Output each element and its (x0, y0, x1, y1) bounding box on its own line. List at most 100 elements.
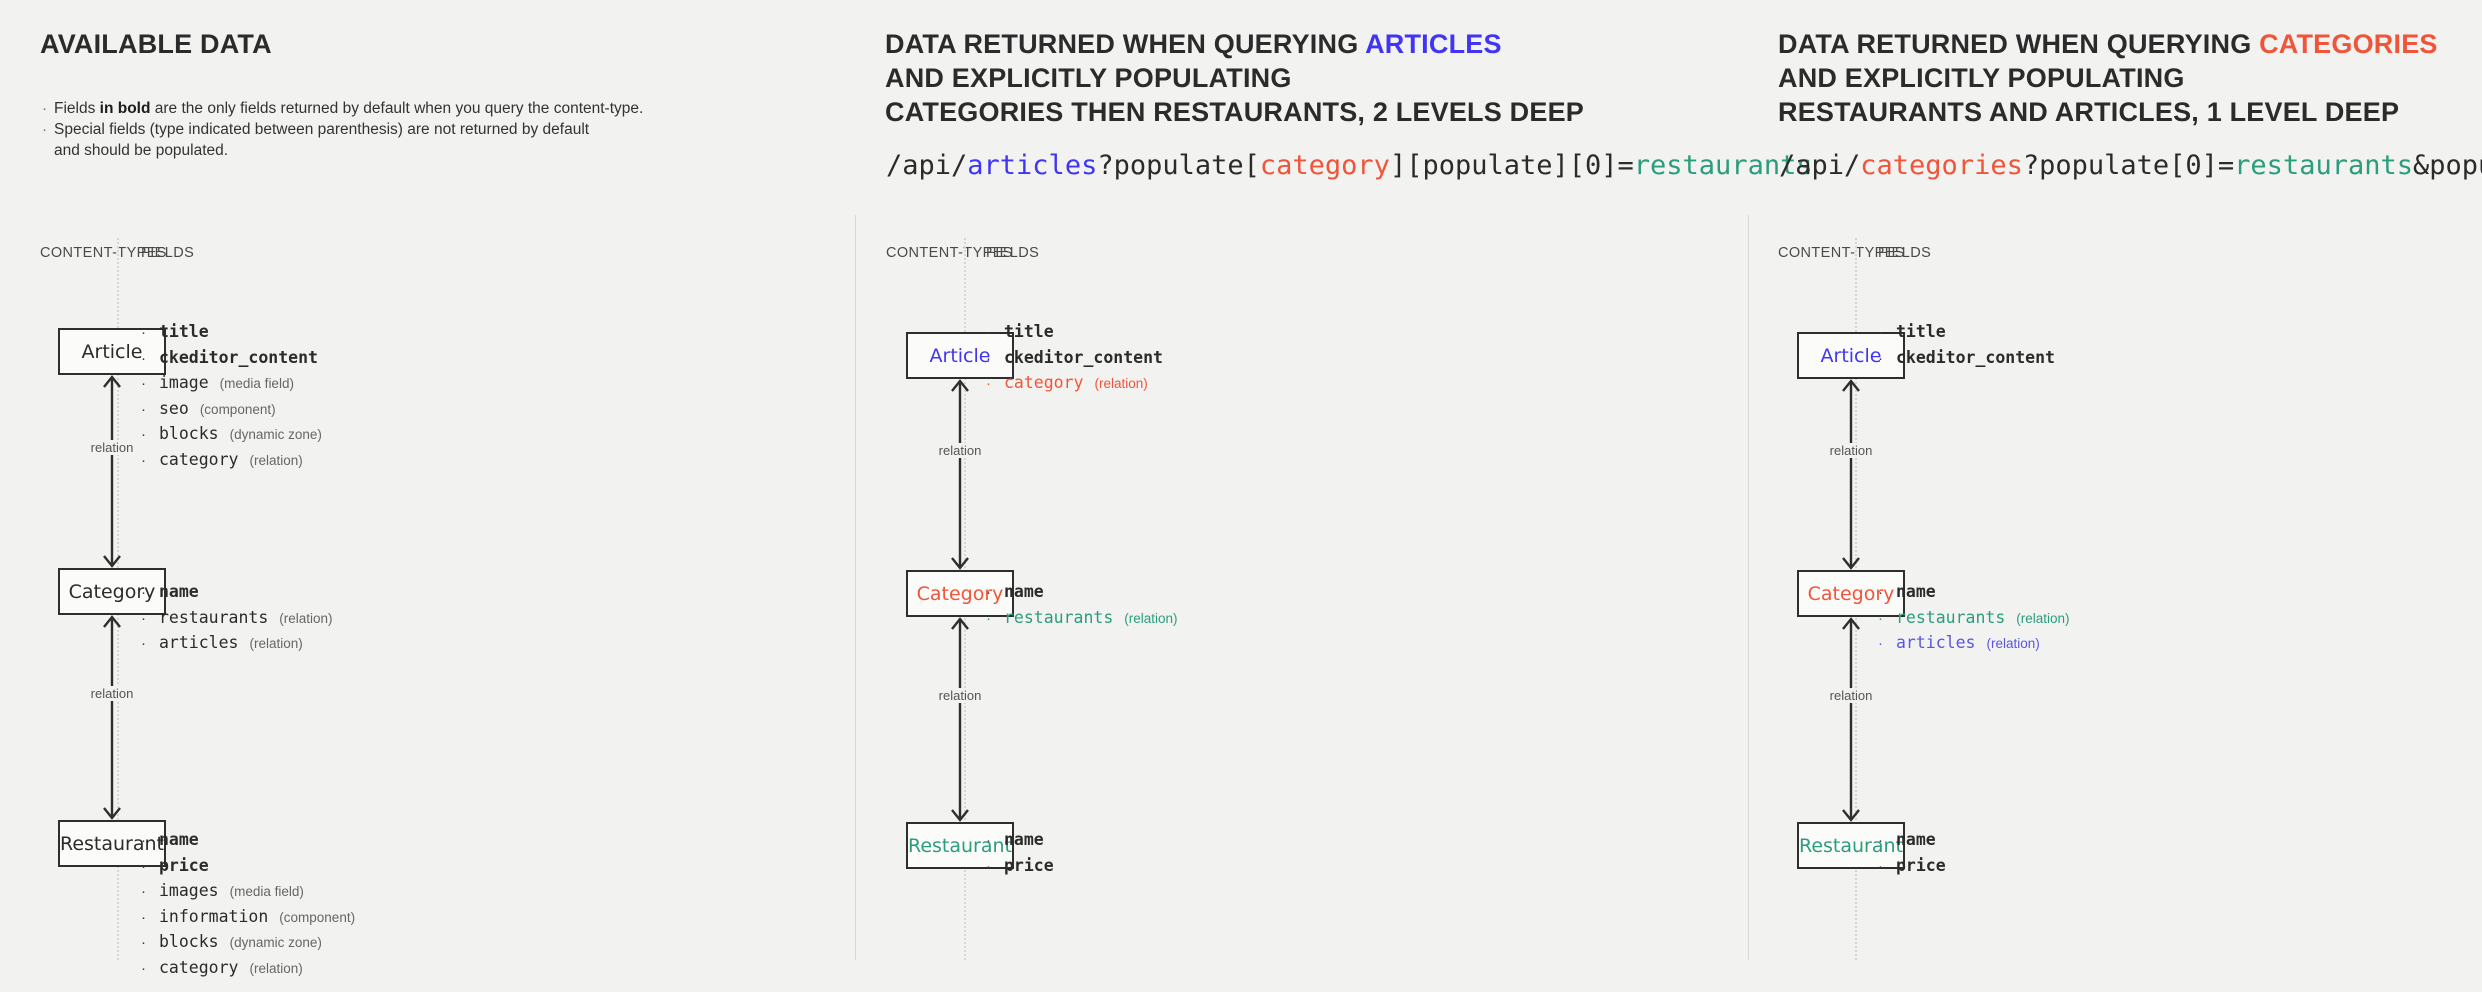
bullet-dot-icon: · (1878, 857, 1883, 875)
url-part-1: articles (967, 150, 1098, 181)
bullet-dot-icon: · (42, 100, 47, 117)
field-name: category (1004, 373, 1084, 392)
field-type: (relation) (249, 636, 303, 651)
bullet-dot-icon: · (1878, 584, 1883, 601)
field-item: ·title (1878, 320, 2055, 346)
field-name: restaurants (1004, 607, 1114, 627)
bullet-dot-icon: · (1878, 349, 1883, 367)
panel-title-line-1: AND EXPLICITLY POPULATING (885, 61, 1584, 95)
field-group-restaurant: ·name·price (986, 828, 1054, 879)
field-name: price (159, 855, 209, 875)
field-type: (media field) (229, 884, 304, 899)
bullet-dot-icon: · (141, 635, 146, 652)
field-name: blocks (159, 424, 219, 443)
bullet-dot-icon: · (141, 832, 146, 849)
column-header-fields: FIELDS (986, 245, 1040, 261)
bullet-dot-icon: · (986, 584, 991, 601)
field-item: ·title (986, 320, 1163, 346)
title-l2-part-0: RESTAURANTS AND ARTICLES, 1 LEVEL DEEP (1778, 97, 2400, 127)
field-item: ·blocks(dynamic zone) (141, 422, 322, 448)
content-type-box-article[interactable]: Article (1797, 332, 1905, 379)
content-type-box-article[interactable]: Article (906, 332, 1014, 379)
panel-title-line-2: CATEGORIES THEN RESTAURANTS, 2 LEVELS DE… (885, 95, 1584, 129)
bullet-dot-icon: · (986, 324, 991, 341)
field-item: · name (141, 828, 355, 854)
field-name: image (159, 373, 209, 392)
field-item: ·ckeditor_content (141, 346, 322, 372)
content-type-label: Restaurant (1798, 834, 1904, 857)
content-type-label: Article (81, 340, 143, 363)
content-type-label: Restaurant (907, 834, 1013, 857)
relation-arrow-icon (1842, 379, 1860, 570)
url-part-5: restaurants (1633, 150, 1813, 181)
field-item: ·name (986, 580, 1178, 606)
bullet-dot-icon: · (1878, 832, 1883, 849)
relation-label: relation (934, 687, 986, 703)
field-name: category (159, 957, 239, 977)
relation-arrow-icon (951, 379, 969, 570)
relation-label: relation (1825, 687, 1877, 703)
title-l0-part-0: DATA RETURNED WHEN QUERYING (885, 29, 1366, 59)
field-item: ·information(component) (141, 905, 355, 931)
content-type-label: Article (929, 344, 991, 367)
bullet-dot-icon: · (141, 883, 146, 900)
relation-connector (100, 375, 124, 573)
field-type: (relation) (1094, 376, 1148, 391)
bullet-dot-icon: · (141, 451, 146, 469)
panel-divider-0 (855, 215, 856, 960)
field-type: (relation) (249, 452, 303, 468)
url-part-4: ][populate][0]= (1389, 150, 1634, 181)
field-type: (relation) (2016, 610, 2070, 626)
url-part-3: category (1259, 150, 1390, 181)
bullet-dot-icon: · (986, 857, 991, 875)
relation-label: relation (86, 685, 138, 701)
title-l1-part-0: AND EXPLICITLY POPULATING (885, 63, 1292, 93)
column-header-content-types: CONTENT-TYPES (886, 245, 1013, 261)
content-type-box-article[interactable]: Article (58, 328, 166, 375)
bullet-dot-icon: · (141, 426, 146, 443)
content-type-label: Restaurant (59, 832, 165, 855)
field-item: ·name (141, 580, 333, 606)
content-type-box-category[interactable]: Category (906, 570, 1014, 617)
field-item: · ckeditor_content (1878, 346, 2055, 372)
field-name: articles (159, 633, 239, 652)
field-group-category: ·name·restaurants(relation) (986, 580, 1178, 631)
content-type-label: Category (1807, 582, 1895, 605)
field-name: price (1896, 855, 1946, 875)
field-name: ckeditor_content (1896, 347, 2055, 367)
api-endpoint-url: /api/articles?populate[category][populat… (886, 149, 1813, 183)
field-item: ·image(media field) (141, 371, 322, 397)
relation-label: relation (934, 442, 986, 458)
content-type-box-restaurant[interactable]: Restaurant (58, 820, 166, 867)
field-name: name (159, 830, 199, 849)
field-group-restaurant: ·name·price (1878, 828, 1946, 879)
bullet-dot-icon: · (141, 609, 146, 627)
field-group-restaurant: · name · price ·images(media field)·informat… (141, 828, 355, 981)
title-l1-part-0: AND EXPLICITLY POPULATING (1778, 63, 2185, 93)
url-part-1: categories (1860, 150, 2023, 181)
bullet-dot-icon: · (141, 324, 146, 341)
bullet-dot-icon: · (42, 121, 47, 138)
field-name: restaurants (159, 607, 269, 627)
field-group-article: ·title·ckeditor_content·category(relatio… (986, 320, 1163, 397)
field-name: name (1004, 830, 1044, 849)
relation-label: relation (1825, 442, 1877, 458)
url-part-0: /api/ (886, 150, 968, 181)
panel-title-line-1: AND EXPLICITLY POPULATING (1778, 61, 2438, 95)
content-type-box-category[interactable]: Category (58, 568, 166, 615)
relation-connector (948, 617, 972, 827)
field-name: ckeditor_content (159, 347, 318, 367)
field-item: ·images(media field) (141, 879, 355, 905)
relation-arrow-icon (1842, 617, 1860, 822)
field-type: (relation) (279, 610, 333, 626)
content-type-box-restaurant[interactable]: Restaurant (1797, 822, 1905, 869)
content-type-box-restaurant[interactable]: Restaurant (906, 822, 1014, 869)
note-text: Special fields (type indicated between p… (54, 121, 590, 138)
bullet-dot-icon: · (141, 857, 146, 875)
content-type-box-category[interactable]: Category (1797, 570, 1905, 617)
relation-connector (100, 615, 124, 825)
title-l2-part-0: CATEGORIES THEN RESTAURANTS, 2 LEVELS DE… (885, 97, 1584, 127)
